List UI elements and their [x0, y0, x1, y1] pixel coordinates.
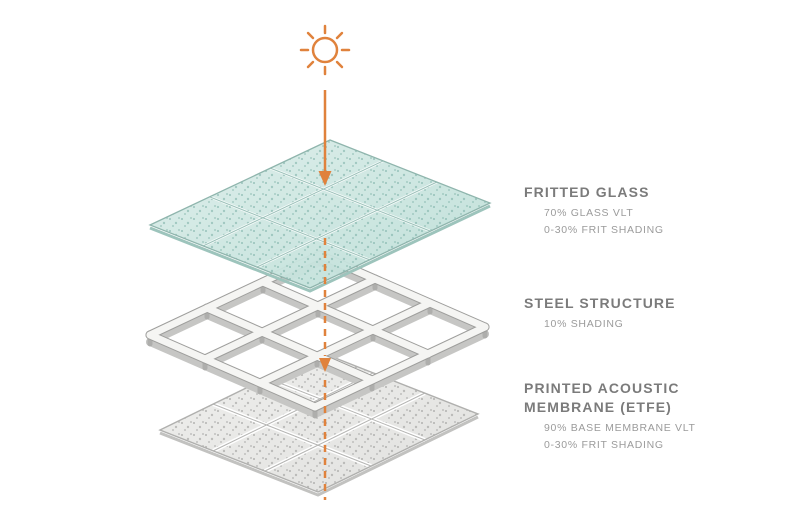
fritted-glass-spec-2: 0-30% FRIT SHADING — [544, 224, 664, 237]
membrane-heading: PRINTED ACOUSTIC MEMBRANE (ETFE) — [524, 380, 680, 415]
fritted-glass-spec-1: 70% GLASS VLT — [544, 206, 634, 219]
sunlight-arrow-icon — [318, 90, 332, 186]
fritted-glass-heading: FRITTED GLASS — [524, 184, 650, 200]
transmitted-light-dashed-arrow-icon — [319, 238, 331, 500]
membrane-spec-1: 90% BASE MEMBRANE VLT — [544, 421, 696, 434]
membrane-layer — [158, 351, 480, 497]
membrane-label: PRINTED ACOUSTIC MEMBRANE (ETFE) 90% BAS… — [524, 379, 709, 452]
steel-structure-heading: STEEL STRUCTURE — [524, 295, 676, 311]
membrane-spec-2: 0-30% FRIT SHADING — [544, 439, 664, 452]
steel-structure-label: STEEL STRUCTURE 10% SHADING — [524, 294, 676, 330]
steel-structure-spec-1: 10% SHADING — [544, 317, 624, 330]
sun-icon — [299, 24, 351, 76]
fritted-glass-label: FRITTED GLASS 70% GLASS VLT 0-30% FRIT S… — [524, 183, 664, 237]
fritted-glass-layer — [148, 139, 492, 293]
